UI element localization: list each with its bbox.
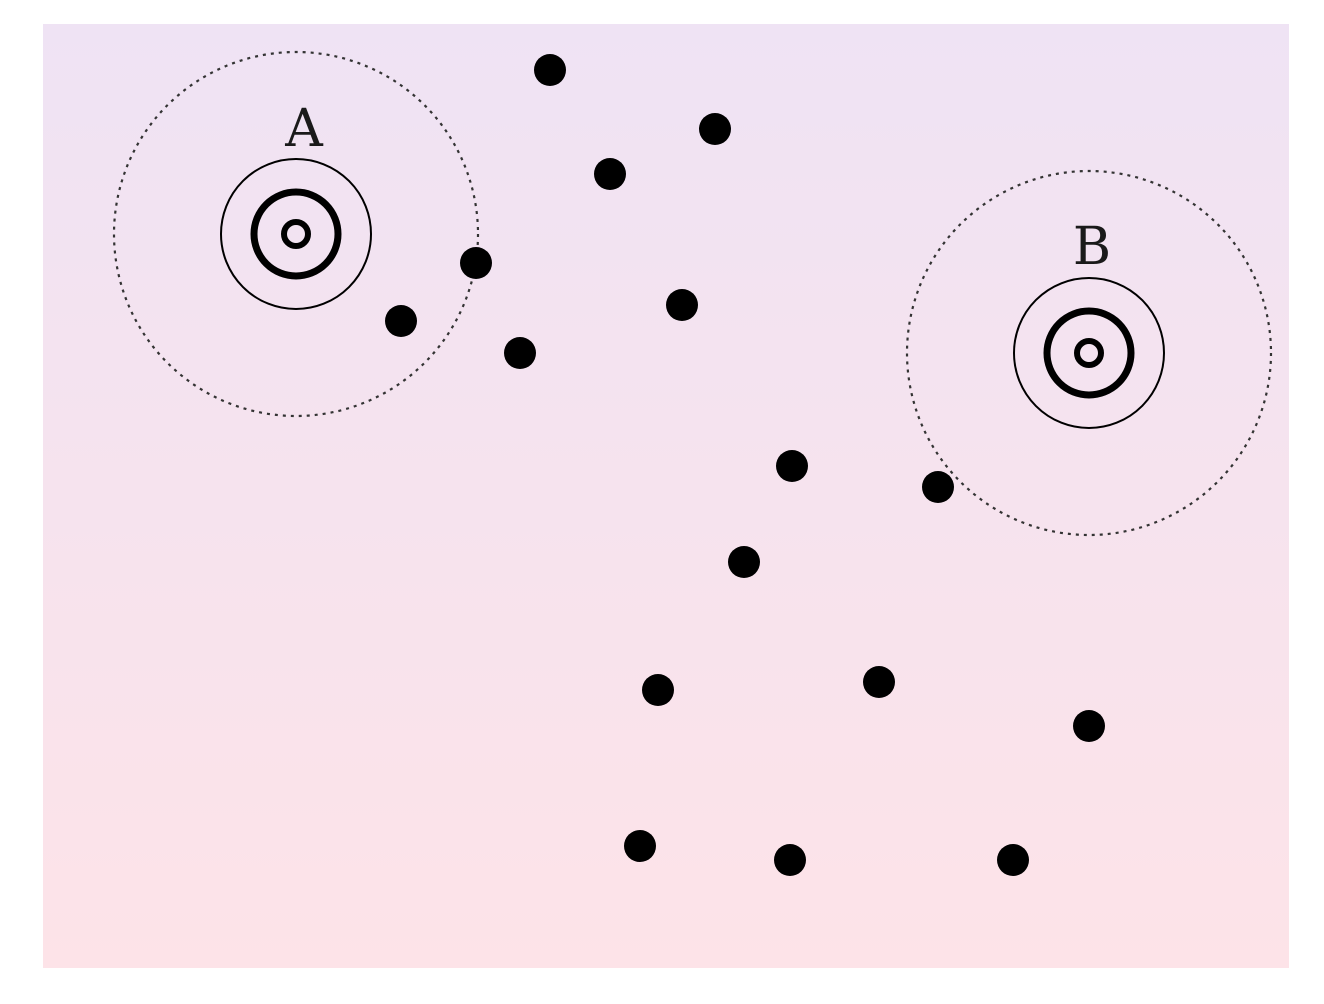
point bbox=[997, 844, 1029, 876]
point bbox=[922, 471, 954, 503]
node-b-outer-ring bbox=[1013, 277, 1165, 429]
point bbox=[594, 158, 626, 190]
point-cloud bbox=[385, 54, 1105, 876]
node-a: A bbox=[112, 50, 480, 418]
point bbox=[534, 54, 566, 86]
point bbox=[728, 546, 760, 578]
point bbox=[776, 450, 808, 482]
node-a-outer-ring bbox=[220, 158, 372, 310]
node-b-range-circle bbox=[905, 169, 1273, 537]
point bbox=[460, 247, 492, 279]
point bbox=[666, 289, 698, 321]
point bbox=[504, 337, 536, 369]
node-a-bold-ring bbox=[250, 188, 342, 280]
node-b-label: B bbox=[1073, 217, 1111, 277]
node-a-center-ring bbox=[281, 219, 311, 249]
point bbox=[774, 844, 806, 876]
point bbox=[642, 674, 674, 706]
point bbox=[1073, 710, 1105, 742]
node-b-bold-ring bbox=[1043, 307, 1135, 399]
diagram-background bbox=[43, 24, 1289, 968]
node-a-label: A bbox=[284, 99, 324, 159]
point bbox=[863, 666, 895, 698]
node-b: B bbox=[905, 169, 1273, 537]
point bbox=[699, 113, 731, 145]
node-b-center-ring bbox=[1074, 338, 1104, 368]
point bbox=[385, 305, 417, 337]
point bbox=[624, 830, 656, 862]
node-a-range-circle bbox=[112, 50, 480, 418]
